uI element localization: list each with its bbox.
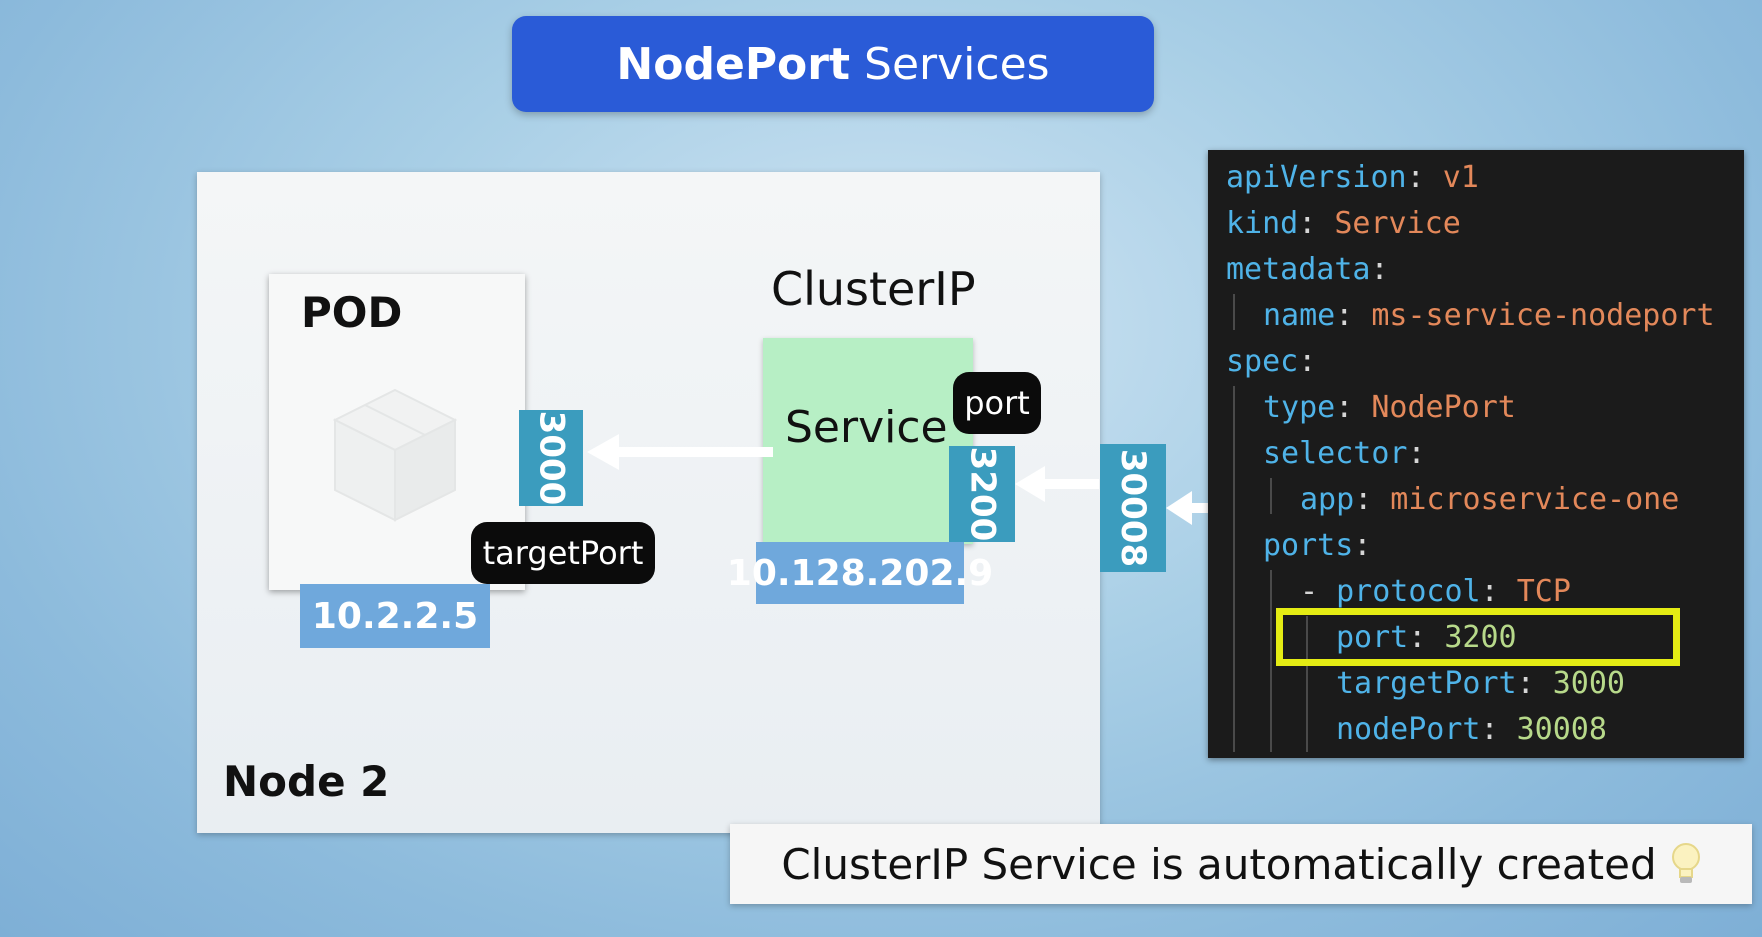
title-bold: NodePort bbox=[616, 38, 851, 90]
pod-target-port-tag: 3000 bbox=[519, 410, 583, 506]
yaml-line: port: 3200 bbox=[1336, 620, 1517, 655]
service-ip-tag: 10.128.202.9 bbox=[727, 542, 993, 604]
arrow-yaml-to-nodeport bbox=[1166, 491, 1210, 525]
indent-guide bbox=[1233, 386, 1235, 752]
slide-title: NodePort Services bbox=[512, 16, 1154, 112]
yaml-line: app: microservice-one bbox=[1300, 482, 1680, 517]
caption-box: ClusterIP Service is automatically creat… bbox=[730, 824, 1752, 904]
target-port-label: targetPort bbox=[471, 522, 655, 584]
port-highlight-box bbox=[1276, 608, 1680, 666]
pod-label: POD bbox=[301, 288, 403, 337]
indent-guide bbox=[1233, 294, 1235, 330]
yaml-line: - protocol: TCP bbox=[1300, 574, 1571, 609]
lightbulb-icon bbox=[1671, 843, 1700, 883]
clusterip-label: ClusterIP bbox=[771, 262, 976, 316]
box-icon bbox=[332, 388, 458, 522]
node-port-tag: 30008 bbox=[1100, 444, 1166, 572]
pod-ip-tag: 10.2.2.5 bbox=[300, 584, 490, 648]
indent-guide bbox=[1270, 570, 1272, 752]
caption-text: ClusterIP Service is automatically creat… bbox=[781, 839, 1657, 889]
arrow-nodeport-to-service bbox=[1015, 466, 1099, 502]
service-port-tag: 3200 bbox=[949, 446, 1015, 542]
yaml-line: type: NodePort bbox=[1263, 390, 1516, 425]
port-label: port bbox=[953, 372, 1041, 434]
yaml-line: name: ms-service-nodeport bbox=[1263, 298, 1715, 333]
yaml-line: selector: bbox=[1263, 436, 1426, 471]
indent-guide bbox=[1306, 616, 1308, 752]
service-label: Service bbox=[785, 402, 948, 453]
pod-box: POD bbox=[269, 274, 525, 590]
yaml-line: ports: bbox=[1263, 528, 1372, 563]
yaml-line: nodePort: 30008 bbox=[1336, 712, 1607, 747]
node-label: Node 2 bbox=[223, 757, 390, 806]
yaml-line: spec: bbox=[1226, 344, 1317, 379]
yaml-line: kind: Service bbox=[1226, 206, 1461, 241]
arrow-service-to-pod bbox=[587, 434, 773, 470]
yaml-line: metadata: bbox=[1226, 252, 1389, 287]
yaml-line: apiVersion: v1 bbox=[1226, 160, 1479, 195]
service-box: Service bbox=[763, 338, 973, 544]
title-rest: Services bbox=[864, 38, 1050, 90]
yaml-line: targetPort: 3000 bbox=[1336, 666, 1625, 701]
indent-guide bbox=[1270, 478, 1272, 514]
yaml-code-panel: apiVersion: v1 kind: Service metadata: n… bbox=[1208, 150, 1744, 758]
node-box: Node 2 POD 3000 10.2.2.5 targetPort Clus… bbox=[197, 172, 1100, 833]
